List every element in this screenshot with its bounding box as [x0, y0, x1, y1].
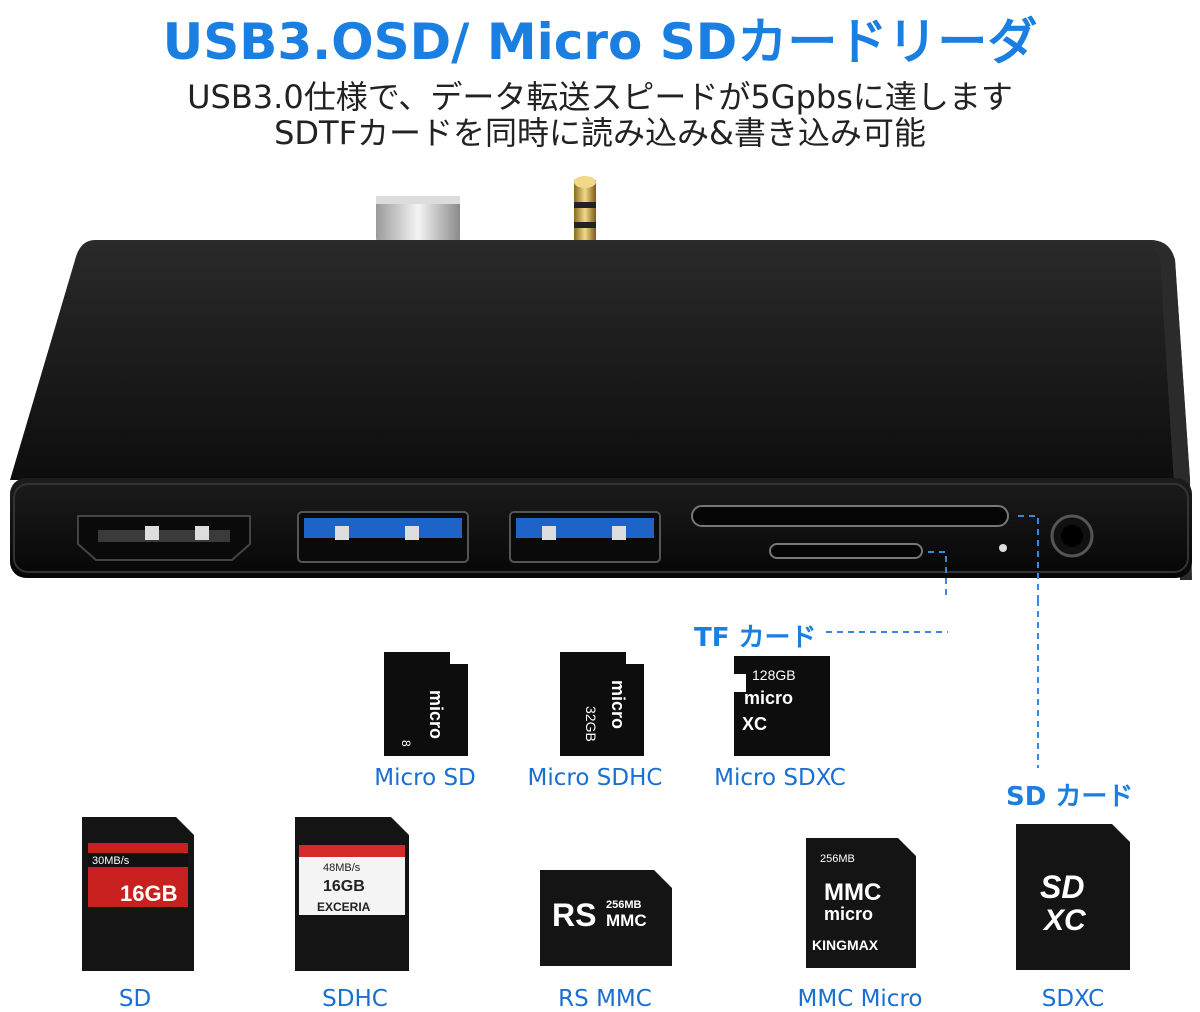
sd-leader-line	[1037, 600, 1039, 768]
mmc-micro-caption: MMC Micro	[797, 986, 923, 1012]
card-print-text: 8	[399, 740, 413, 747]
card-print-text: 16GB	[120, 881, 177, 906]
sd-card: 30MB/s 16GB	[80, 815, 196, 973]
rs-mmc-caption: RS MMC	[558, 986, 652, 1012]
sdhc-caption: SDHC	[322, 986, 388, 1012]
sd-card-label: SD カード	[1006, 782, 1134, 812]
card-print-text: micro	[426, 690, 446, 739]
audio-jack-plug-icon	[574, 176, 596, 250]
usb-a-port-icon	[509, 511, 661, 563]
subtitle-line-1: USB3.0仕様で、データ転送スピードが5Gpbsに達します	[187, 78, 1013, 116]
tf-card-slot-icon	[769, 543, 923, 559]
card-print-text: micro	[824, 904, 873, 924]
usb-c-plug-icon	[376, 196, 460, 246]
card-print-text: micro	[744, 688, 793, 708]
micro-sd-card: micro 8	[380, 650, 472, 758]
card-print-text: 256MB	[606, 899, 642, 911]
subtitle-line-2: SDTFカードを同時に読み込み&書き込み可能	[274, 114, 926, 152]
sd-caption: SD	[118, 986, 152, 1012]
card-print-text: KINGMAX	[812, 937, 879, 953]
sd-card-slot-icon	[691, 505, 1009, 527]
card-print-text: XC	[1042, 904, 1087, 937]
card-print-text: XC	[742, 714, 767, 734]
led-indicator-icon	[999, 544, 1007, 552]
hdmi-port-icon	[77, 515, 251, 561]
card-print-text: 256MB	[820, 853, 855, 865]
card-print-text: SD	[1040, 869, 1084, 905]
card-print-text: micro	[608, 680, 628, 729]
card-print-text: 48MB/s	[323, 862, 361, 874]
rs-mmc-card: RS 256MB MMC	[538, 868, 674, 968]
sdhc-card: 48MB/s 16GB EXCERIA	[293, 815, 411, 973]
card-print-text: 16GB	[323, 878, 365, 895]
card-print-text: 30MB/s	[92, 855, 130, 867]
card-print-text: 32GB	[583, 706, 599, 742]
micro-sdhc-card: micro 32GB	[556, 650, 648, 758]
usb-hub-device	[10, 176, 1192, 600]
card-print-text: MMC	[606, 911, 647, 930]
card-print-text: MMC	[824, 879, 881, 906]
card-print-text: RS	[552, 897, 596, 933]
usb-a-port-icon	[297, 511, 469, 563]
audio-port-icon	[1050, 514, 1094, 558]
sdxc-card: SD XC	[1014, 822, 1132, 972]
sdxc-caption: SDXC	[1041, 986, 1105, 1012]
micro-sd-caption: Micro SD	[374, 765, 476, 791]
micro-sdxc-card: 128GB micro XC	[732, 654, 832, 758]
micro-sdxc-caption: Micro SDXC	[714, 765, 846, 791]
tf-card-label: TF カード	[694, 623, 817, 653]
page-title: USB3.OSD/ Micro SDカードリーダ	[162, 13, 1038, 71]
mmc-micro-card: 256MB MMC micro KINGMAX	[804, 836, 918, 970]
card-print-text: 128GB	[752, 667, 796, 683]
card-print-text: EXCERIA	[317, 900, 371, 914]
tf-leader-line	[826, 631, 948, 633]
micro-sdhc-caption: Micro SDHC	[527, 765, 663, 791]
